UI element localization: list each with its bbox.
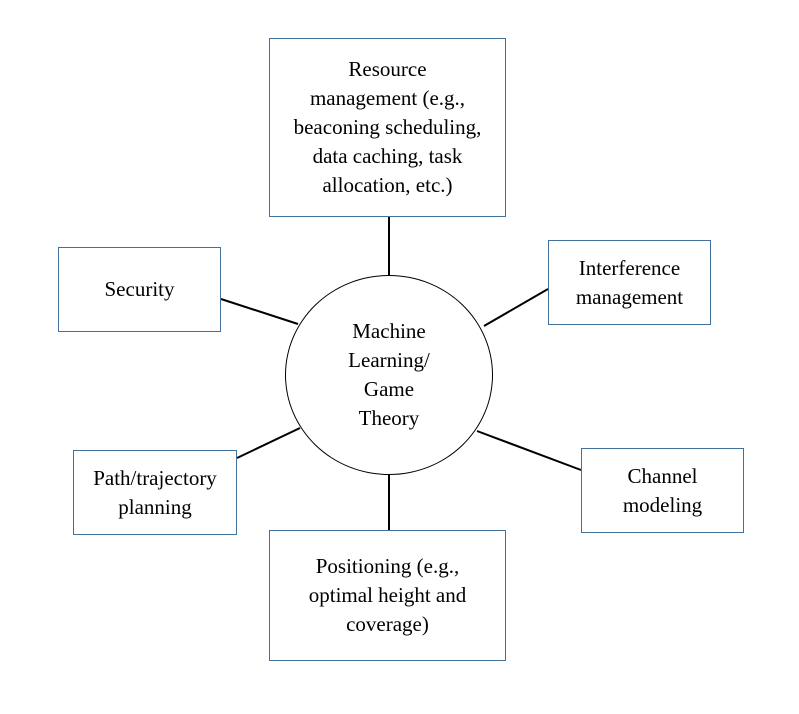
security-box: Security [58,247,221,332]
central-hub-label: Machine Learning/ Game Theory [348,319,430,430]
resource-management-label: Resource management (e.g., beaconing sch… [293,57,482,197]
central-hub-circle: Machine Learning/ Game Theory [285,275,493,475]
connector-path [236,427,301,459]
security-label: Security [104,277,175,301]
path-planning-box: Path/trajectory planning [73,450,237,535]
positioning-box: Positioning (e.g., optimal height and co… [269,530,506,661]
resource-management-box: Resource management (e.g., beaconing sch… [269,38,506,217]
interference-management-label: Interference management [575,255,684,309]
connector-security [220,298,299,325]
positioning-label: Positioning (e.g., optimal height and co… [308,554,467,636]
interference-management-box: Interference management [548,240,711,325]
channel-modeling-box: Channel modeling [581,448,744,533]
connector-interference [483,288,549,327]
channel-modeling-label: Channel modeling [622,463,703,517]
path-planning-label: Path/trajectory planning [93,465,217,519]
connector-channel [476,430,582,471]
